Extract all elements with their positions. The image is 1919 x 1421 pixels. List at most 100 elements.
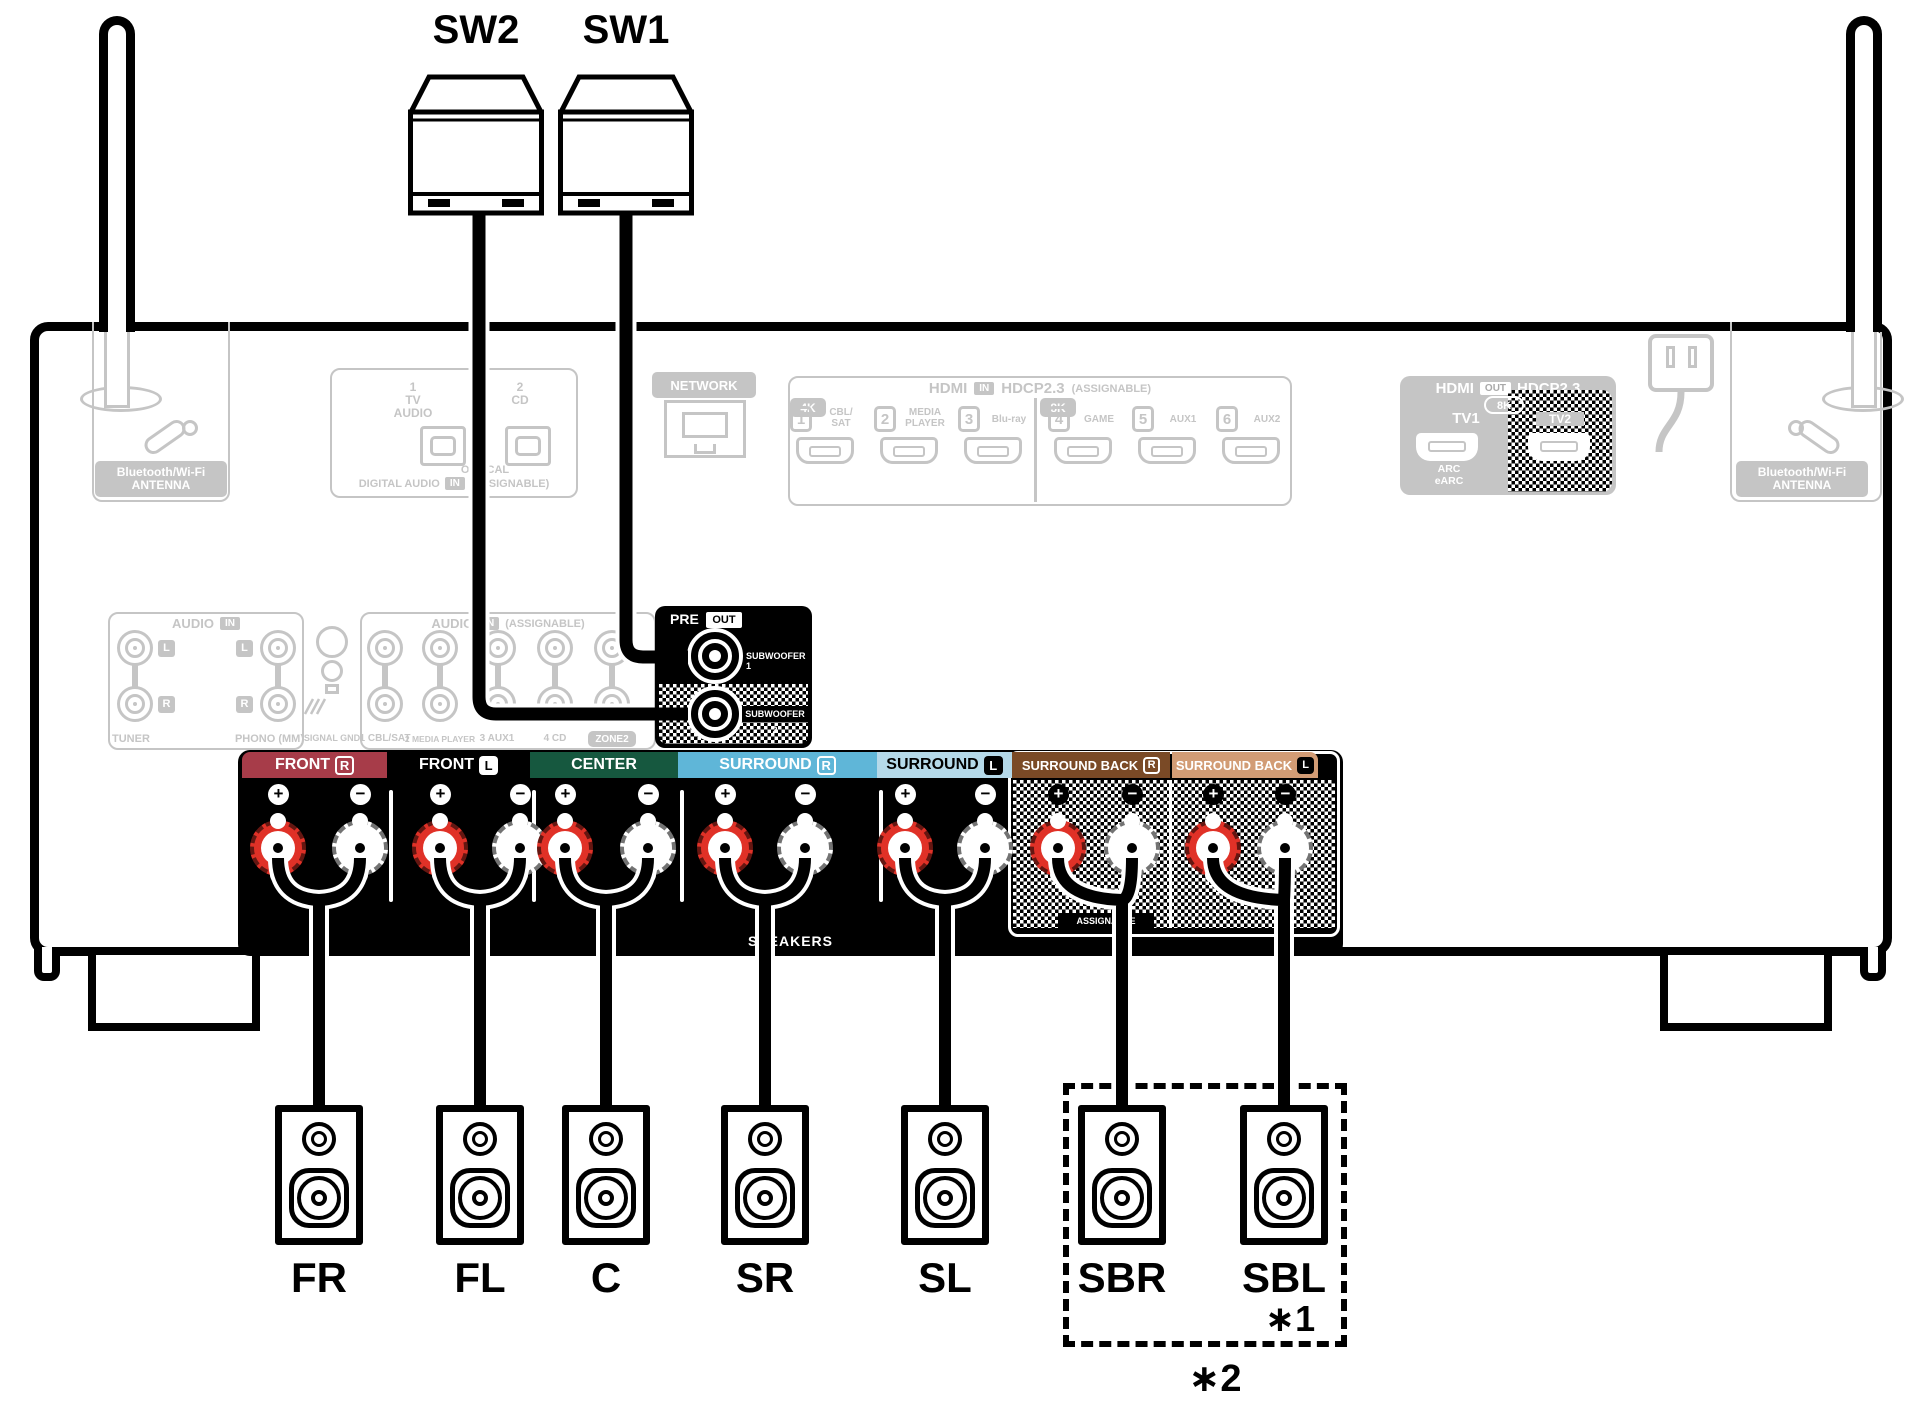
pre-label: PRE bbox=[670, 611, 699, 627]
hdmi-in-header: HDMI IN HDCP2.3 (ASSIGNABLE) bbox=[798, 380, 1282, 397]
receiver-right-foot bbox=[1660, 947, 1832, 1031]
left-antenna bbox=[99, 16, 135, 332]
section-name: FRONT bbox=[418, 756, 475, 773]
speaker-c bbox=[562, 1105, 650, 1245]
subwoofer-1-label: SW1 bbox=[582, 8, 670, 52]
audio-in-section bbox=[108, 612, 304, 750]
digital-audio-label: DIGITAL AUDIO bbox=[358, 477, 440, 490]
section-name: SURROUND BACK bbox=[1021, 757, 1139, 773]
minus-icon: − bbox=[350, 784, 371, 805]
section-divider bbox=[389, 790, 393, 902]
hdmi-port-icon bbox=[1054, 437, 1112, 464]
speaker-c-label: C bbox=[590, 1254, 622, 1301]
tuner-l-jack bbox=[117, 630, 153, 666]
hdmi-port-icon bbox=[796, 437, 854, 464]
subwoofer2-jack bbox=[687, 686, 743, 742]
port-name: AUX1 bbox=[1169, 414, 1197, 425]
port-number: 6 bbox=[1216, 406, 1238, 432]
channel-r-badge: R bbox=[335, 755, 355, 775]
speaker-sbl-label: SBL bbox=[1242, 1254, 1326, 1301]
footnote-2: ∗2 bbox=[1188, 1358, 1242, 1400]
in-badge: IN bbox=[219, 617, 240, 630]
speaker-sbl bbox=[1240, 1105, 1328, 1245]
cbl-sat-r-jack bbox=[367, 686, 403, 722]
audio-label: AUDIO bbox=[172, 616, 214, 631]
hdmi-port-icon bbox=[964, 437, 1022, 464]
section-divider bbox=[680, 790, 684, 902]
header-surround-back-l: SURROUND BACK L bbox=[1172, 752, 1318, 778]
gnd-screw-icon bbox=[316, 626, 348, 658]
port-name: GAME bbox=[1084, 414, 1114, 425]
woofer-icon bbox=[576, 1168, 636, 1228]
port-name: MEDIA PLAYER bbox=[905, 407, 945, 430]
tv2-label: TV2 bbox=[1536, 412, 1584, 426]
speaker-sr bbox=[721, 1105, 809, 1245]
subwoofer2-label: SUBWOOFER 2 bbox=[742, 706, 808, 735]
port-number: 1 bbox=[790, 406, 812, 432]
footnote-1: ∗1 bbox=[1264, 1298, 1316, 1339]
speaker-fr bbox=[275, 1105, 363, 1245]
tweeter-icon bbox=[589, 1122, 623, 1156]
left-bt-antenna-badge: Bluetooth/Wi-Fi ANTENNA bbox=[95, 461, 227, 497]
channel-r-badge: R bbox=[236, 696, 253, 713]
chassis-left-tab bbox=[34, 947, 60, 981]
plus-icon: + bbox=[555, 784, 576, 805]
plus-icon: + bbox=[1203, 784, 1224, 805]
out-badge: OUT bbox=[706, 612, 742, 628]
signal-gnd-label: SIGNAL GND bbox=[303, 733, 361, 743]
hdmi-label: HDMI bbox=[1435, 380, 1474, 397]
audio-in-header: AUDIO IN bbox=[108, 616, 304, 631]
bt-antenna-label-line1: Bluetooth/Wi-Fi bbox=[1757, 465, 1847, 479]
plus-icon: + bbox=[430, 784, 451, 805]
bt-antenna-label-line1: Bluetooth/Wi-Fi bbox=[116, 465, 206, 479]
receiver-left-foot bbox=[88, 947, 260, 1031]
right-antenna bbox=[1846, 16, 1882, 332]
minus-icon: − bbox=[1122, 784, 1143, 805]
input-label: 2 MEDIA PLAYER bbox=[404, 734, 476, 744]
input-name: TV AUDIO bbox=[393, 393, 433, 421]
ethernet-port-tab-icon bbox=[694, 444, 716, 454]
tweeter-icon bbox=[748, 1122, 782, 1156]
channel-l-badge: L bbox=[479, 755, 499, 775]
plus-icon: + bbox=[1048, 784, 1069, 805]
subwoofer-1 bbox=[556, 72, 696, 218]
section-name: SURROUND bbox=[719, 756, 812, 773]
hdcp-label: HDCP2.3 bbox=[1001, 380, 1065, 397]
hdmi-out-tv2-port-icon bbox=[1528, 433, 1590, 461]
header-front-l: FRONT L bbox=[387, 752, 530, 778]
header-surround-r: SURROUND R bbox=[678, 752, 877, 778]
port-number: 4 bbox=[1048, 406, 1070, 432]
subwoofer1-label: SUBWOOFER 1 bbox=[746, 651, 806, 671]
ac-inlet-slot-icon bbox=[1688, 346, 1697, 368]
hdmi-out-tv1-port-icon bbox=[1416, 433, 1478, 461]
tuner-r-jack bbox=[117, 686, 153, 722]
hdmi-port-4: 4 GAME bbox=[1046, 406, 1130, 472]
binding-post-positive bbox=[1030, 813, 1086, 883]
input-label: 4 CD bbox=[543, 733, 567, 744]
woofer-icon bbox=[915, 1168, 975, 1228]
ethernet-port-icon bbox=[664, 400, 746, 458]
optional-surround-back-dashed-box bbox=[1063, 1083, 1347, 1347]
in-badge: IN bbox=[974, 382, 995, 395]
binding-post-positive bbox=[537, 813, 593, 883]
speaker-fl-label: FL bbox=[454, 1254, 506, 1301]
minus-icon: − bbox=[795, 784, 816, 805]
arc-earc-label: ARC eARC bbox=[1434, 463, 1464, 487]
channel-r-badge: R bbox=[158, 696, 175, 713]
digital-audio-section bbox=[330, 368, 578, 498]
hdmi-out-8k-badge: 8K bbox=[1484, 396, 1524, 414]
right-antenna-mount bbox=[1851, 330, 1877, 408]
section-name: SURROUND BACK bbox=[1175, 757, 1293, 773]
channel-l-badge: L bbox=[158, 640, 175, 657]
cbl-sat-l-jack bbox=[367, 630, 403, 666]
ethernet-port-inner-icon bbox=[682, 412, 728, 438]
optical-port-icon bbox=[420, 426, 466, 466]
header-surround-l: SURROUND L bbox=[877, 752, 1012, 778]
zone2-label: ZONE2 bbox=[588, 731, 636, 747]
ac-inlet-slot-icon bbox=[1666, 346, 1675, 368]
input-label: 1 CBL/SAT bbox=[359, 733, 411, 744]
hdmi-port-icon bbox=[1222, 437, 1280, 464]
hdmi-port-icon bbox=[1138, 437, 1196, 464]
speaker-fl bbox=[436, 1105, 524, 1245]
